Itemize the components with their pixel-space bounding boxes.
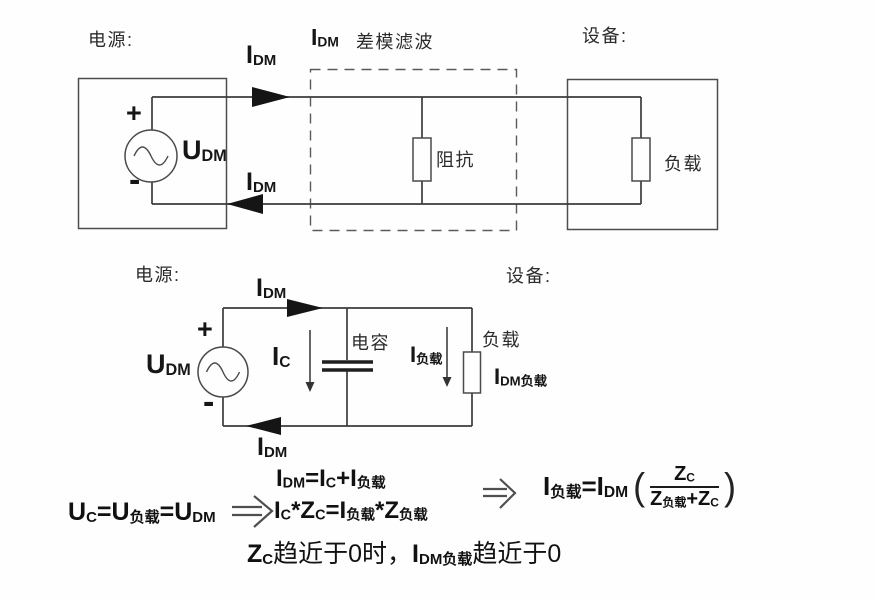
- current-arrow-right-icon: [252, 87, 290, 107]
- fraction-numerator: ZC: [674, 463, 695, 485]
- idm-bottom-label: IDM: [257, 433, 288, 461]
- filter-label: 差模滤波: [356, 32, 434, 52]
- fraction: ZC Z负载+ZC: [650, 464, 719, 509]
- bottom-circuit-wires: [222, 307, 473, 427]
- plus-terminal: +: [126, 98, 142, 128]
- fraction-bar: [650, 486, 719, 488]
- device-box: [566, 78, 719, 231]
- idm-load-label: IDM负载: [494, 364, 548, 389]
- plus-terminal: +: [197, 314, 213, 344]
- implies-arrow-icon: [483, 478, 517, 509]
- load-current-arrowhead-icon: [442, 377, 452, 387]
- minus-terminal: -: [129, 161, 141, 199]
- fraction-denominator: Z负载+ZC: [650, 488, 719, 510]
- conclusion-text: ZC趋近于0时，IDM负载趋近于0: [247, 540, 562, 568]
- iload-label: I负载: [410, 342, 443, 367]
- source-box: [77, 77, 228, 230]
- minus-terminal: -: [203, 383, 215, 421]
- sine-wave-icon: [205, 362, 241, 382]
- impedance-resistor-icon: [412, 137, 432, 182]
- current-arrow-left-icon: [227, 194, 263, 214]
- equation-middle-2: IC*ZC=I负载*Z负载: [274, 497, 428, 524]
- device-label: 设备:: [506, 266, 552, 286]
- load-label: 负载: [664, 154, 703, 174]
- load-label: 负载: [482, 330, 521, 350]
- open-paren: (: [633, 464, 646, 508]
- equation-right: I负载=IDM ( ZC Z负载+ZC ): [543, 464, 736, 509]
- implies-arrow-icon: [232, 495, 274, 528]
- idm-filter-label: IDM: [311, 24, 339, 50]
- current-arrow-right-icon: [287, 299, 323, 317]
- equation-left: UC=U负载=UDM: [68, 498, 216, 526]
- idm-top-label: IDM: [256, 274, 287, 302]
- filter-dashed-box: [309, 68, 518, 232]
- ic-label: IC: [272, 341, 291, 371]
- capacitor-label: 电容: [351, 333, 390, 353]
- sine-wave-icon: [133, 146, 169, 166]
- udm-label: UDM: [182, 135, 227, 165]
- udm-label: UDM: [146, 349, 191, 379]
- equation-right-lhs: I负载=IDM: [543, 470, 629, 501]
- top-circuit-wires: [151, 96, 642, 205]
- power-source-label: 电源:: [88, 30, 134, 50]
- cap-current-arrowhead-icon: [305, 382, 315, 392]
- close-paren: ): [723, 464, 736, 508]
- idm-bottom-label: IDM: [246, 168, 277, 196]
- device-label: 设备:: [582, 26, 628, 46]
- power-source-label: 电源:: [135, 265, 181, 285]
- impedance-label: 阻抗: [436, 150, 475, 170]
- load-resistor-icon: [462, 351, 482, 394]
- equation-middle-1: IDM=IC+I负载: [276, 465, 386, 492]
- load-resistor-icon: [631, 137, 651, 182]
- idm-top-label: IDM: [246, 41, 277, 69]
- current-arrow-left-icon: [246, 417, 281, 435]
